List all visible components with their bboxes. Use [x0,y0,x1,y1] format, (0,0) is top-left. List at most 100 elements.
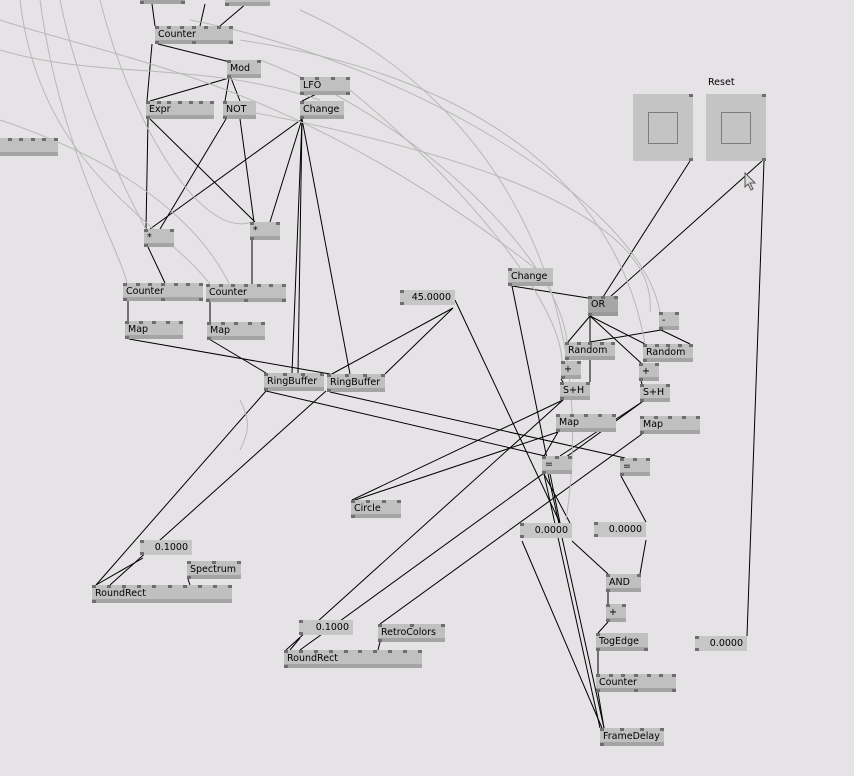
node-roundrect-1[interactable]: RoundRect [92,585,232,603]
output-pin[interactable] [140,552,144,555]
input-pin[interactable] [520,523,524,526]
input-pin[interactable] [315,77,320,80]
input-pin[interactable] [244,284,248,287]
input-pin[interactable] [207,322,211,325]
input-pin[interactable] [682,416,686,419]
input-pin[interactable] [606,604,610,607]
input-pin[interactable] [620,458,624,461]
input-pin[interactable] [30,138,35,141]
node-mod[interactable]: Mod [227,60,261,78]
input-pin[interactable] [237,561,241,564]
output-pin[interactable] [606,589,610,592]
input-pin[interactable] [330,77,335,80]
node-ringbuffer-2[interactable]: RingBuffer [327,374,385,392]
output-pin[interactable] [634,689,638,692]
input-pin[interactable] [269,284,274,287]
output-pin[interactable] [300,92,304,95]
input-pin[interactable] [152,321,156,324]
input-pin[interactable] [298,650,303,653]
node-plus-2[interactable]: + [639,363,659,381]
input-pin[interactable] [186,283,191,286]
input-pin[interactable] [218,284,223,287]
node-not[interactable]: NOT [223,101,256,119]
output-pin[interactable] [244,299,248,302]
input-pin[interactable] [138,321,143,324]
output-pin[interactable] [561,376,565,379]
input-pin[interactable] [19,138,24,141]
input-pin[interactable] [125,321,129,324]
output-pin[interactable] [264,388,268,391]
input-pin[interactable] [155,26,159,29]
input-pin[interactable] [403,650,408,653]
input-pin[interactable] [611,342,615,345]
input-pin[interactable] [192,26,196,29]
node-sample-hold-2[interactable]: S+H [640,384,670,402]
input-pin[interactable] [620,728,624,731]
input-pin[interactable] [210,101,214,104]
input-pin[interactable] [622,604,626,607]
output-pin[interactable] [144,244,148,247]
input-pin[interactable] [577,361,581,364]
input-pin[interactable] [170,229,174,232]
input-pin[interactable] [556,414,560,417]
input-pin[interactable] [654,344,659,347]
node-or[interactable]: OR [588,296,618,316]
output-pin[interactable] [346,92,350,95]
input-pin[interactable] [659,312,663,315]
input-pin[interactable] [223,101,227,104]
input-pin[interactable] [660,728,664,731]
input-pin[interactable] [675,312,679,315]
input-pin[interactable] [599,342,604,345]
input-pin[interactable] [588,342,592,345]
output-pin[interactable] [640,431,644,434]
output-pin[interactable] [620,473,624,476]
node-iobox-value-1[interactable]: 0.0000 [520,523,572,538]
output-pin[interactable] [161,298,165,301]
node-random-2[interactable]: Random [643,344,693,362]
input-pin[interactable] [606,574,610,577]
input-pin[interactable] [672,674,676,677]
output-pin[interactable] [695,648,699,651]
input-pin[interactable] [140,540,144,543]
input-pin[interactable] [598,414,602,417]
input-pin[interactable] [327,374,331,377]
input-pin[interactable] [234,322,238,325]
output-pin[interactable] [351,515,355,518]
output-pin[interactable] [600,743,604,746]
output-pin[interactable] [229,41,233,44]
output-pin[interactable] [400,302,404,305]
output-pin[interactable] [300,116,304,119]
input-pin[interactable] [418,650,422,653]
toggle-button[interactable] [633,94,693,161]
node-spectrum[interactable]: Spectrum [187,561,241,579]
input-pin[interactable] [182,585,187,588]
input-pin[interactable] [257,60,261,63]
node-counter-4[interactable]: Counter [596,674,676,692]
input-pin[interactable] [256,284,261,287]
node-counter-1[interactable]: Counter [155,26,233,44]
node-framedelay[interactable]: FrameDelay [600,728,664,746]
output-pin[interactable] [299,632,303,635]
output-pin[interactable] [542,471,546,474]
node-iobox-value-3[interactable]: 0.0000 [695,636,747,651]
output-pin[interactable] [250,237,254,240]
node-equals-1[interactable]: = [542,456,572,474]
input-pin[interactable] [313,650,318,653]
node-map-4[interactable]: Map [640,416,700,434]
input-pin[interactable] [640,384,644,387]
output-pin[interactable] [282,299,286,302]
input-pin[interactable] [596,633,600,636]
node-change-1[interactable]: Change [300,101,344,119]
input-pin[interactable] [301,373,306,376]
input-pin[interactable] [199,283,203,286]
node-change-2[interactable]: Change [508,268,553,286]
input-pin[interactable] [659,674,664,677]
input-pin[interactable] [199,101,204,104]
input-pin[interactable] [668,416,672,419]
input-pin[interactable] [614,296,618,299]
input-pin[interactable] [654,416,658,419]
node-multiply-2[interactable]: * [250,222,280,240]
input-pin[interactable] [300,101,304,104]
output-pin[interactable] [155,41,159,44]
input-pin[interactable] [7,138,12,141]
